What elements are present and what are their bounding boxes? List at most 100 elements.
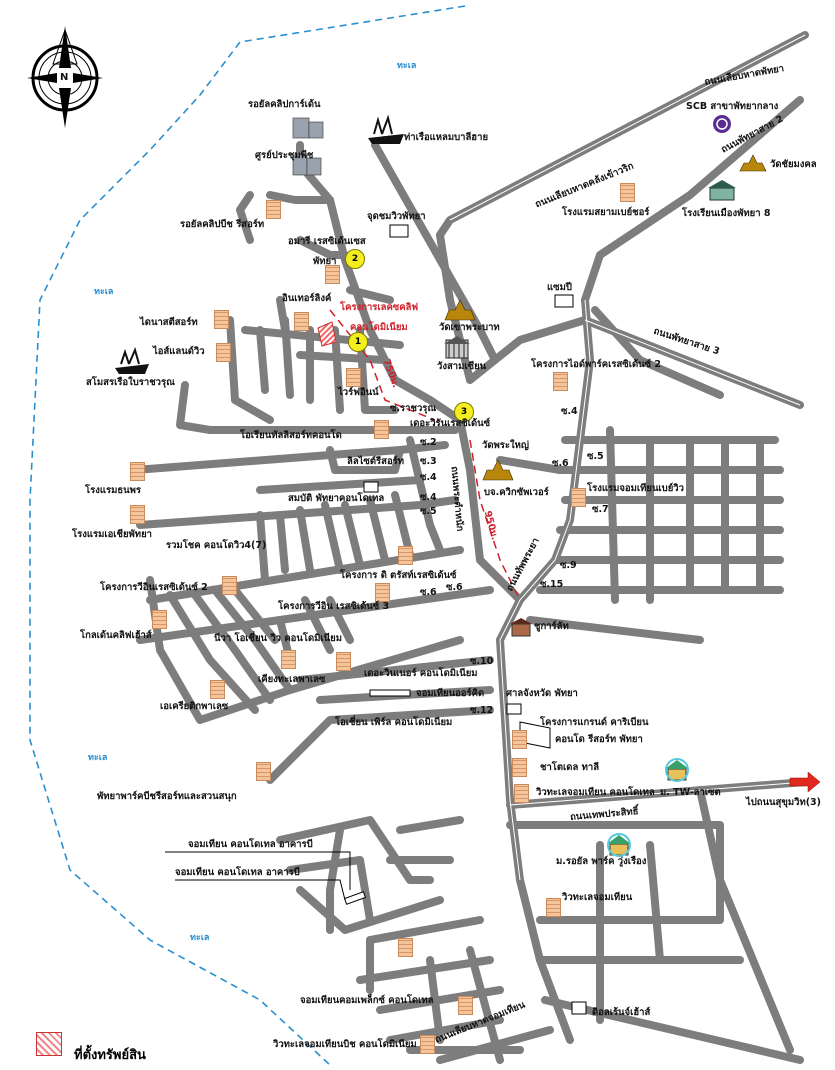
sukhumvit-arrow: [789, 771, 821, 793]
thin-box: [369, 689, 411, 697]
condo-box: [363, 481, 379, 493]
place-label: เดอะวิรันเรสซิเด้นซ์: [410, 418, 491, 429]
place-label: จุดชมวิวพัทยา: [367, 211, 426, 222]
building-icon: [281, 650, 296, 669]
place-label: ศูรย์ประชุมพีช: [255, 150, 314, 161]
school-icon: [708, 180, 736, 201]
viewpoint-box: [389, 224, 409, 238]
road-label: ซ.2: [420, 437, 437, 448]
building-icon: [294, 312, 309, 331]
place-label: โอเชี่ยน เพิร์ล คอนโดมิเนียม: [335, 717, 453, 728]
road-label: ซ.5: [587, 451, 604, 462]
place-label: รอยัลคลิปบีช รีสอร์ท: [180, 219, 265, 230]
road-label: ซ.ราชวรุณ: [390, 403, 437, 414]
building-icon: [325, 265, 340, 284]
location-marker-1[interactable]: 1: [348, 332, 368, 352]
place-label: บจ.ควิกซัพเวอร์: [484, 487, 549, 498]
building-icon: [458, 996, 473, 1015]
road-label: ซ.3: [420, 456, 437, 467]
place-label: ม.รอยัล พาร์ค วู่งเรือง: [556, 856, 647, 867]
building-icon: [398, 938, 413, 957]
place-label: รวมโชค คอนโดวิว4(7): [166, 540, 267, 551]
legend-label: ที่ตั้งทรัพย์สิน: [74, 1048, 146, 1063]
place-label: โกลเด้นคลิฟเฮ้าส์: [80, 630, 152, 641]
location-marker-3[interactable]: 3: [454, 402, 474, 422]
place-label: โครงการแกรนด์ คาริเบียน: [540, 717, 649, 728]
place-label: ไดนาสตีสอร์ท: [140, 317, 198, 328]
compass-icon: [27, 26, 103, 128]
place-label: พัทยาพาร์คบีชรีสอร์ทและสวนสนุก: [97, 791, 237, 802]
court-box: [506, 703, 522, 715]
compass-north-label: N: [60, 72, 69, 83]
route-line-2: [469, 439, 521, 601]
thin-box-2: [343, 891, 367, 905]
building-icon: [346, 368, 361, 387]
place-label: โรงแรมสยามเบย์ชอร์: [562, 207, 650, 218]
place-label: SCB สาขาพัทยากลาง: [686, 101, 779, 112]
road-label: ซ.12: [470, 705, 494, 716]
callout-lines: [165, 851, 351, 901]
place-label: รอยัลคลิปการ์เด้น: [248, 99, 321, 110]
road-label: ซ.10: [470, 656, 494, 667]
place-label: สโมสรเรือใบราชวรุณ: [86, 377, 175, 388]
building-icon: [222, 576, 237, 595]
building-icon: [620, 183, 635, 202]
building-icon: [546, 898, 561, 917]
building-icon: [374, 420, 389, 439]
place-label: จอมเทียนคอมเพล็กซ์ คอนโดเทล: [300, 995, 434, 1006]
place-label: นีวา โอเชี่ยน วิว คอนโดมิเนียม: [214, 633, 342, 644]
office-building-icon: [292, 117, 324, 176]
place-label: ท่าเรือแหลมบาลีฮาย: [404, 132, 489, 143]
legend-swatch: [36, 1032, 62, 1056]
place-label: โรงแรมธนพร: [85, 485, 141, 496]
building-icon: [398, 546, 413, 565]
place-label: ไปถนนสุขุมวิท(3): [746, 797, 821, 808]
sea-label: ทะเล: [397, 61, 417, 71]
building-icon: [216, 343, 231, 362]
road-label: ซ.5: [420, 506, 437, 517]
temple-icon: [444, 154, 767, 481]
road-label: ซ.6: [552, 458, 569, 469]
place-label: ดิอลเร้นจ์เฮ้าส์: [592, 1007, 651, 1018]
building-icon: [512, 758, 527, 777]
ship-icon: [368, 114, 404, 144]
building-icon: [571, 488, 586, 507]
place-label: วังสามเซียน: [437, 361, 487, 372]
road-label: ซ.6: [446, 582, 463, 593]
sea-label: ทะเล: [88, 753, 108, 763]
place-label: วิวทะเลจอมเทียน: [562, 892, 633, 903]
road-label: ซ.9: [560, 560, 577, 571]
place-label: เดอะวินเนอร์ คอนโดมิเนียม: [364, 668, 478, 679]
place-label: วิวทะเลจอมเทียน คอนโดเทล: [536, 787, 655, 798]
building-icon: [512, 730, 527, 749]
house-box: [571, 1001, 587, 1015]
road-label: ซ.4: [561, 406, 578, 417]
place-label: จอมเทียนออร์คิด: [416, 688, 485, 699]
road-centerlines: [449, 34, 806, 881]
road-label: ซ.7: [592, 504, 609, 515]
location-marker-2[interactable]: 2: [345, 249, 365, 269]
place-label: ชาโตเดล ทาลี: [540, 762, 600, 773]
place-label: แซมปี: [547, 282, 572, 293]
project-name: โครงการเลคซคลิฟ: [340, 302, 419, 313]
shop-icon: [510, 618, 532, 637]
road-label: ซ.4: [420, 492, 437, 503]
place-label: โครงการไอด์พาร์คเรสซิเด้นซ์ 2: [531, 359, 661, 370]
place-label: วัดพระใหญ่: [482, 440, 529, 451]
place-label: โครงการวีอินเรสซิเด้นซ์ 2: [100, 582, 208, 593]
place-label: โรงเรียนเมืองพัทยา 8: [682, 208, 771, 219]
building-icon: [553, 372, 568, 391]
scb-logo-icon: [713, 115, 731, 133]
place-label: เคียงทะเลพาเลซ: [258, 674, 326, 685]
building-icon: [256, 762, 271, 781]
place-label: วัดชัยมงคล: [770, 159, 817, 170]
building-icon: [514, 784, 529, 803]
sammi-box: [554, 294, 574, 308]
place-label: วัดเขาพระบาท: [439, 322, 500, 333]
house-icon: [665, 758, 689, 782]
place-label: โรงแรมจอมเทียนเบย์วิว: [587, 483, 684, 494]
building-icon: [375, 583, 390, 602]
sea-label: ทะเล: [94, 287, 114, 297]
